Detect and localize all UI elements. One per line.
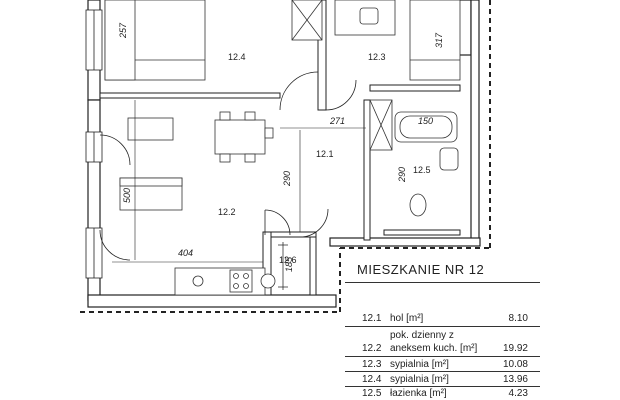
dimension-500: 500 xyxy=(122,188,132,203)
room-label-12-3: 12.3 xyxy=(368,52,386,62)
dimension-185: 185 xyxy=(284,256,294,272)
room-label-12-4: 12.4 xyxy=(228,52,246,62)
dimension-lines xyxy=(112,100,366,263)
room-label-12-6: 12.6 xyxy=(279,255,297,265)
room-label-12-2: 12.2 xyxy=(218,207,236,217)
room-label-12-1: 12.1 xyxy=(316,149,334,159)
living-room-furniture xyxy=(119,111,276,296)
dimension-271: 271 xyxy=(329,116,345,126)
dimension-317: 317 xyxy=(434,32,444,48)
storage-furniture xyxy=(278,242,288,290)
doors xyxy=(99,71,357,261)
dimension-404: 404 xyxy=(178,248,193,258)
interior-walls xyxy=(99,0,461,296)
room-label-12-5: 12.5 xyxy=(413,165,431,175)
dimension-290-hall: 290 xyxy=(282,171,292,187)
windows xyxy=(85,9,103,279)
plot-boundary xyxy=(80,0,491,313)
dimension-150: 150 xyxy=(418,116,433,126)
dimension-257: 257 xyxy=(118,22,128,39)
outer-walls xyxy=(87,0,481,308)
bedroom-12-3-furniture xyxy=(291,0,461,81)
bedroom-12-4-furniture xyxy=(104,0,206,81)
dimension-290-bath: 290 xyxy=(397,167,407,183)
bathroom-furniture xyxy=(369,99,459,217)
